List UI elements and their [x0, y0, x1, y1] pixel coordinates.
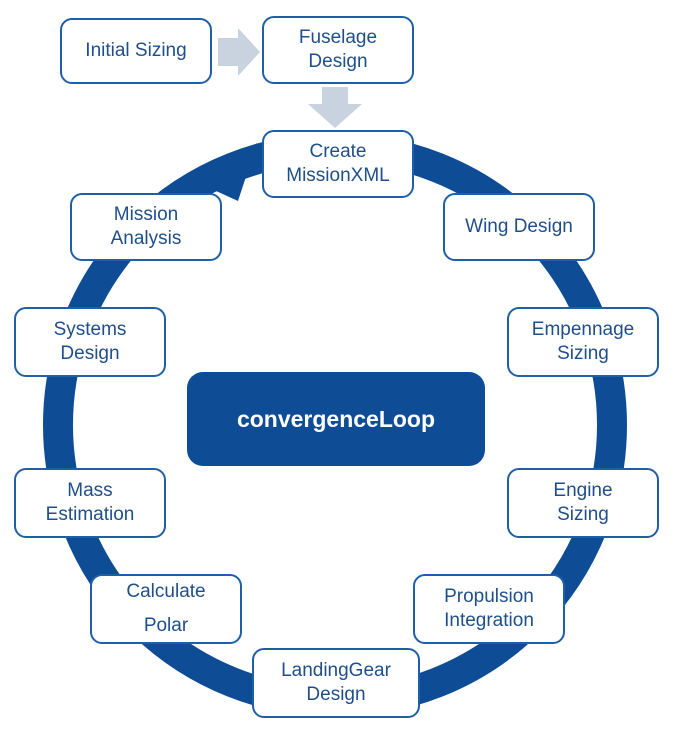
- node-label: LandingGear Design: [281, 660, 391, 705]
- node-label: Systems Design: [53, 319, 127, 364]
- node-label: Mass Estimation: [45, 480, 135, 525]
- node-engine-sizing: Engine Sizing: [507, 468, 659, 538]
- node-label: Fuselage Design: [298, 27, 378, 72]
- center-label: convergenceLoop: [236, 405, 436, 432]
- node-wing-design: Wing Design: [443, 193, 595, 261]
- node-fuselage-design: Fuselage Design: [262, 16, 414, 84]
- node-label: Create MissionXML: [286, 141, 390, 186]
- node-empennage-sizing: Empennage Sizing: [507, 307, 659, 377]
- node-landinggear-design: LandingGear Design: [252, 648, 420, 718]
- node-label: Propulsion Integration: [444, 586, 534, 631]
- node-label: Initial Sizing: [85, 40, 187, 61]
- node-propulsion-integration: Propulsion Integration: [413, 574, 565, 644]
- node-label: Empennage Sizing: [531, 319, 635, 364]
- center-convergence-loop: convergenceLoop: [187, 372, 485, 466]
- node-create-missionxml: Create MissionXML: [262, 130, 414, 198]
- node-calculate-polar: Calculate Polar: [90, 574, 242, 644]
- arrow-right-gray: [218, 28, 260, 76]
- node-systems-design: Systems Design: [14, 307, 166, 377]
- node-label: Calculate Polar: [126, 581, 206, 636]
- node-initial-sizing: Initial Sizing: [60, 18, 212, 84]
- node-mission-analysis: Mission Analysis: [70, 193, 222, 261]
- node-label: Wing Design: [465, 216, 573, 237]
- node-label: Engine Sizing: [553, 480, 613, 525]
- node-mass-estimation: Mass Estimation: [14, 468, 166, 538]
- ring-arrowhead: [205, 143, 257, 201]
- arrow-down-gray: [308, 87, 362, 128]
- node-label: Mission Analysis: [110, 204, 182, 249]
